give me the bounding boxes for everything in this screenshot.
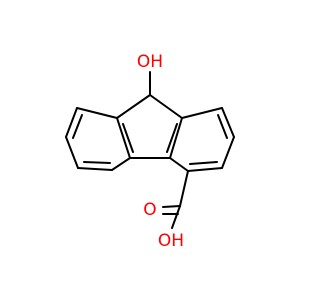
bond-c7-c6	[221, 136, 235, 169]
bond-c8a-c8	[181, 107, 223, 119]
bond-c6-c5-double	[189, 161, 218, 165]
bond-c5-c4a	[169, 157, 189, 172]
bond-c9a-c4b	[116, 117, 131, 159]
bond-c8a-c4a-double	[166, 123, 178, 153]
bond-c1-c2-double	[72, 114, 83, 139]
bond-c9-c9a	[116, 94, 151, 119]
bond-c4-c4b	[111, 157, 131, 171]
bond-c8-c7	[221, 107, 235, 138]
bond-c9a-c1	[76, 107, 118, 119]
bond-c8a-c4a	[169, 117, 183, 159]
bond-c9-c8a	[149, 94, 183, 119]
bond-c2-c3	[65, 136, 79, 169]
atom-hydroxyl-top: OH	[137, 52, 163, 72]
bond-c1-c2	[65, 107, 78, 138]
bond-c3-c4	[77, 167, 113, 171]
bond-carboxyl-o-double-a	[162, 205, 181, 208]
bond-c5-carboxyl	[179, 170, 189, 207]
bond-c9a-c4b-double	[122, 123, 134, 153]
bond-c8-c7-double	[217, 114, 228, 139]
molecule-canvas: OH O OH	[65, 52, 235, 251]
atom-carbonyl-oxygen: O	[143, 200, 156, 220]
bond-c6-c5	[187, 167, 223, 172]
bond-c3-c4-double	[83, 161, 111, 164]
bond-carboxyl-oh	[171, 205, 181, 229]
structure-diagram: OH O OH	[65, 52, 235, 251]
atom-acid-hydroxyl: OH	[158, 231, 184, 251]
